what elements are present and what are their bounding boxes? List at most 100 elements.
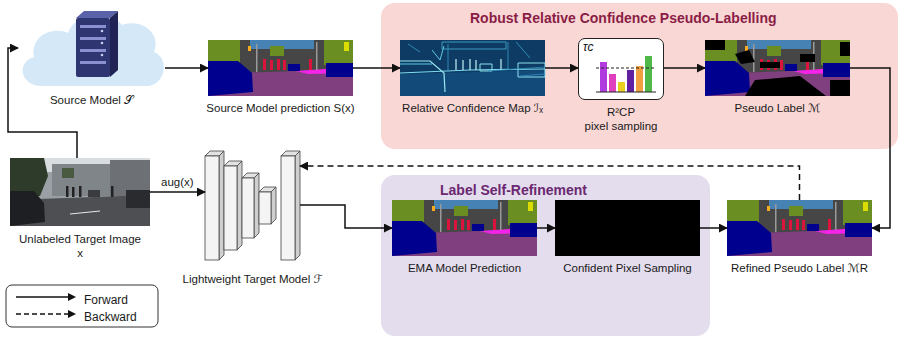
histogram-icon (609, 74, 616, 92)
target-photo (111, 186, 114, 197)
histogram-icon (600, 62, 607, 92)
network-icon (242, 178, 254, 238)
network-icon (281, 156, 295, 260)
legend-box (6, 285, 158, 327)
network-icon (219, 151, 224, 260)
cloud-server-icon (80, 25, 106, 28)
network-icon (224, 166, 237, 250)
network-icon (295, 151, 300, 260)
confident-pixel-image (555, 200, 700, 256)
threshold-label: τc (583, 40, 594, 54)
cloud-server-icon (23, 11, 164, 86)
backward-arrow (300, 166, 800, 200)
forward-arrow (700, 227, 727, 229)
confidence-map-image (400, 70, 545, 96)
cloud-server-icon (80, 37, 106, 40)
node-label: R²CP (607, 105, 635, 119)
legend-box (16, 313, 70, 315)
network-icon (271, 187, 276, 224)
cloud-server-icon (101, 42, 104, 45)
pseudo-label-image (830, 80, 850, 96)
cloud-server-icon (101, 30, 104, 33)
confidence-map-image (400, 61, 445, 92)
pseudo-label-image (800, 54, 815, 62)
legend-text: Backward (84, 310, 137, 324)
target-photo (79, 186, 82, 197)
histogram-icon (596, 68, 656, 69)
confidence-map-image (400, 69, 545, 73)
confidence-map-image (400, 40, 545, 96)
node-label: Confident Pixel Sampling (563, 261, 692, 275)
source-prediction-image (208, 40, 353, 96)
forward-arrow (664, 67, 705, 69)
node-label: Lightweight Target Model ℱ (183, 272, 323, 286)
target-photo (62, 168, 74, 178)
cloud-server-icon (80, 49, 106, 52)
confidence-map-image (400, 40, 545, 96)
histogram-icon (636, 66, 643, 92)
cloud-server-icon (110, 11, 118, 77)
forward-arrow (545, 67, 578, 69)
legend-item: Forward (84, 290, 128, 308)
node-label: EMA Model Prediction (408, 261, 521, 275)
target-photo (72, 187, 75, 197)
legend-box (68, 293, 76, 301)
pseudo-label-image (705, 40, 850, 96)
confidence-map-image (456, 59, 501, 70)
network-icon (237, 161, 242, 250)
pseudo-label-image (705, 40, 725, 50)
refined-label-image (727, 200, 872, 256)
histogram-icon (618, 82, 625, 92)
node-label: Unlabeled Target Image (19, 232, 141, 246)
confident-pixel-image (555, 200, 700, 256)
target-photo (70, 211, 100, 214)
legend-text: Forward (84, 293, 128, 307)
pseudo-label-image (735, 50, 755, 64)
network-icon (205, 151, 300, 260)
forward-arrow (165, 67, 208, 69)
confidence-map-image (442, 42, 506, 49)
pseudo-label-image (705, 40, 850, 96)
pseudo-label-image (840, 42, 850, 56)
cloud-server-icon (101, 54, 104, 57)
histogram-icon (645, 56, 652, 92)
legend-item: Backward (84, 307, 137, 325)
node-label: Relative Confidence Map ℐₓ (402, 101, 543, 115)
legend-box (16, 296, 70, 298)
confident-pixel-image (555, 200, 700, 256)
target-photo (66, 186, 69, 197)
target-photo (10, 158, 150, 226)
forward-arrow (300, 205, 392, 228)
network-icon (254, 173, 259, 238)
edge-label: aug(x) (159, 175, 196, 189)
confidence-map-image (400, 46, 444, 64)
confidence-map-image (408, 42, 530, 72)
node-label: x (77, 246, 83, 260)
ema-prediction-image (392, 200, 537, 256)
panel-title: Label Self-Refinement (440, 182, 587, 199)
target-photo (52, 164, 112, 196)
node-label: Source Model 𝒮 (50, 93, 133, 107)
node-label: Pseudo Label ℳ (735, 101, 821, 115)
pseudo-label-image (760, 62, 780, 68)
pseudo-label-image (745, 76, 826, 96)
panel-title: Robust Relative Confidence Pseudo-Labell… (470, 10, 776, 27)
histogram-icon (596, 92, 656, 93)
target-photo (126, 190, 150, 208)
confidence-map-image (488, 67, 545, 76)
cloud-server-icon (80, 61, 106, 64)
confidence-map-image (480, 63, 545, 77)
cloud-server-icon (76, 18, 110, 77)
network-icon (205, 156, 219, 260)
node-label: Refined Pseudo Label ℳR (731, 261, 868, 275)
forward-arrow (537, 227, 555, 229)
forward-arrow (150, 191, 205, 193)
target-photo (88, 190, 100, 197)
node-label: Source Model prediction S(x) (206, 101, 354, 115)
cloud-server-icon (23, 14, 164, 86)
target-photo (10, 191, 45, 226)
forward-arrow (353, 67, 400, 69)
target-photo (10, 158, 48, 196)
